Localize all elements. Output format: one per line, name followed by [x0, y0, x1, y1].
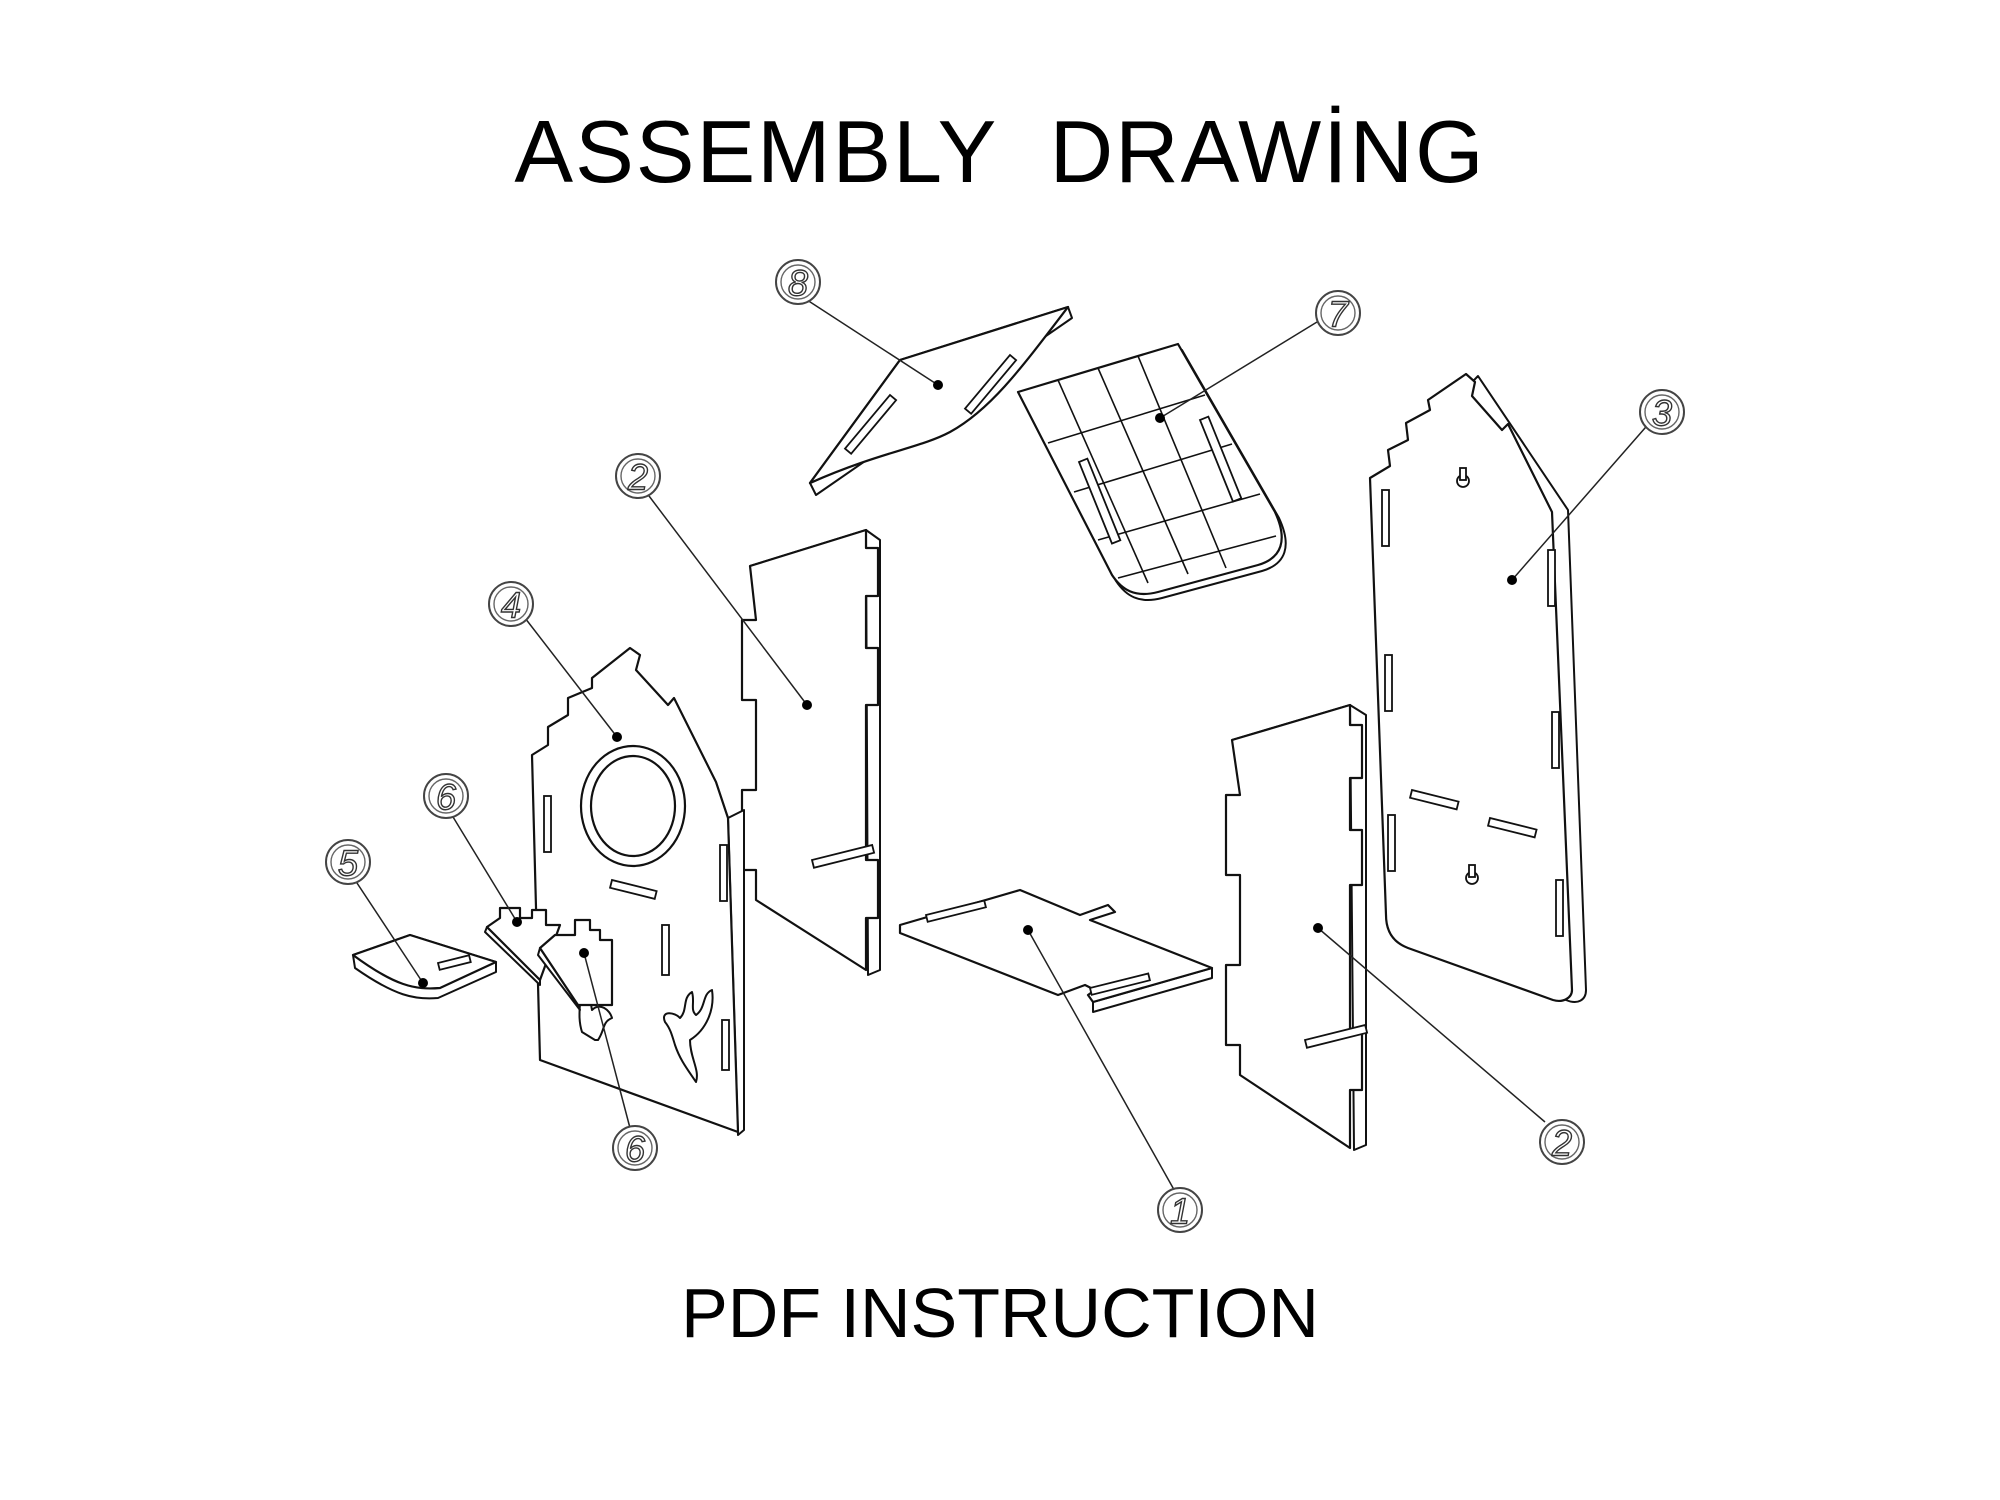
part-1-floor: [898, 888, 1214, 1013]
balloon-6-upper-label: 6: [436, 777, 457, 818]
page-title: ASSEMBLY DRAWİNG: [514, 102, 1486, 201]
bird-cutout-right: [663, 989, 714, 1083]
balloon-8: 8: [775, 259, 821, 305]
balloon-3: 3: [1639, 389, 1685, 435]
balloon-5-label: 5: [338, 843, 359, 884]
balloon-3-label: 3: [1652, 393, 1672, 434]
balloon-1: 1: [1157, 1187, 1203, 1233]
page-subtitle: PDF INSTRUCTION: [681, 1274, 1319, 1352]
balloon-6-upper: 6: [423, 773, 469, 819]
leader-dots: [418, 380, 1517, 988]
balloon-1-label: 1: [1170, 1191, 1190, 1232]
balloon-2-right: 2: [1539, 1119, 1585, 1165]
balloon-7: 7: [1315, 290, 1361, 336]
balloon-6-lower-label: 6: [625, 1129, 646, 1170]
part-7-roof-grid: [1016, 342, 1287, 601]
balloon-2-left: 2: [615, 453, 661, 499]
part-2-side-panel-right: [1224, 703, 1369, 1151]
balloon-8-label: 8: [788, 263, 808, 304]
leaders: [354, 297, 1653, 1196]
balloon-2-right-label: 2: [1551, 1123, 1572, 1164]
part-5-perch-base: [351, 933, 498, 1000]
part-3-back-panel: [1368, 372, 1587, 1003]
part-2-side-panel-left: [740, 528, 881, 976]
part-6-perch-bracket-lower: [537, 918, 614, 1011]
balloon-2-left-label: 2: [627, 457, 648, 498]
balloon-7-label: 7: [1328, 294, 1350, 335]
balloon-6-lower: 6: [612, 1125, 658, 1171]
balloon-4: 4: [488, 581, 534, 627]
balloon-4-label: 4: [501, 585, 521, 626]
balloon-5: 5: [325, 839, 371, 885]
part-4-front-panel: [530, 646, 745, 1136]
part-8-roof-top: [808, 305, 1073, 496]
